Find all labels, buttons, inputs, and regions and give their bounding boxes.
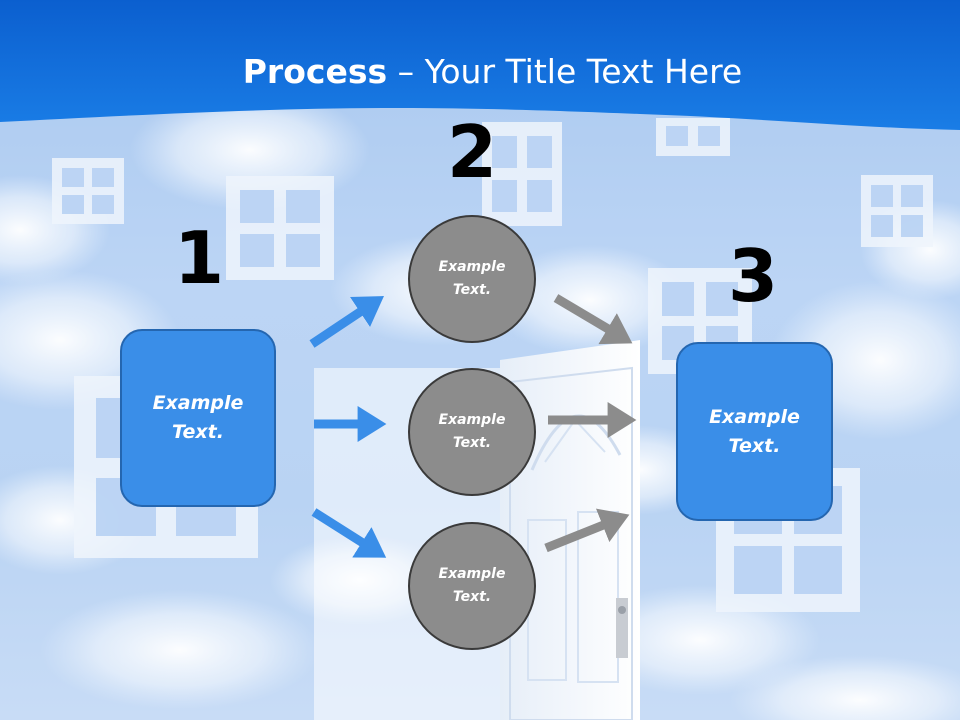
step-2-circle-top-label: Example Text. (438, 259, 506, 298)
title-bold: Process (242, 52, 388, 91)
step-3-box: Example Text. (676, 342, 833, 521)
step-2-circle-top: Example Text. (408, 215, 536, 343)
step-number-1: 1 (173, 216, 225, 300)
step-number-2: 2 (446, 110, 498, 194)
step-2-circle-middle-label: Example Text. (438, 412, 506, 451)
title-rest: – Your Title Text Here (387, 52, 743, 91)
step-2-circle-bottom-label: Example Text. (438, 566, 506, 605)
header-banner (0, 0, 960, 130)
slide-title: Process – Your Title Text Here (0, 52, 960, 91)
step-1-label: Example Text. (152, 392, 244, 443)
step-2-circle-middle: Example Text. (408, 368, 536, 496)
step-3-label: Example Text. (709, 405, 800, 457)
step-1-box: Example Text. (120, 329, 276, 507)
step-number-3: 3 (727, 234, 779, 318)
step-2-circle-bottom: Example Text. (408, 522, 536, 650)
